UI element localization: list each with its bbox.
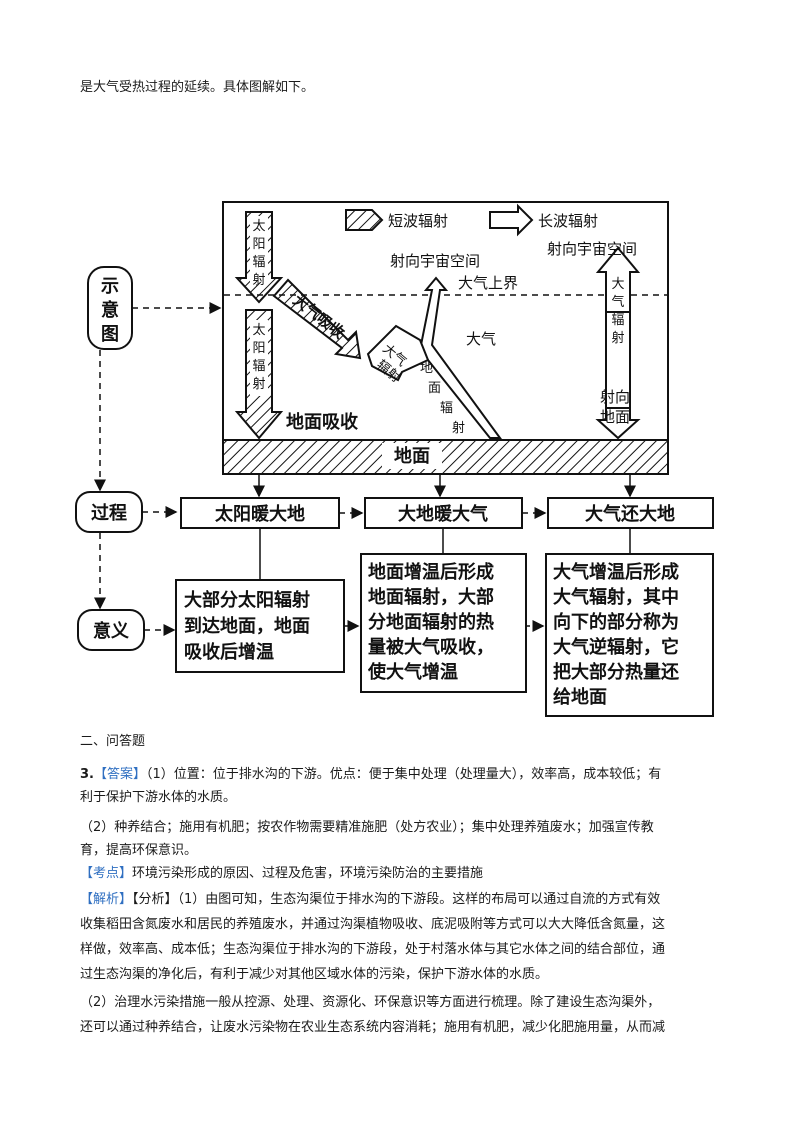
answer-tag: 【答案】 (93, 767, 146, 782)
q3-analysis-line1: 【解析】【分析】（1）由图可知，生态沟渠位于排水沟的下游段。这样的布局可以通过自… (80, 890, 660, 910)
meaning-2-l2: 地面辐射，大部 (368, 586, 494, 608)
meaning-1-l2: 到达地面，地面 (184, 615, 310, 637)
meaning-box-3 (545, 553, 714, 717)
toward-ground-2: 地面 (600, 408, 630, 426)
q3-answer-line3: （2）种养结合；施用有机肥；按农作物需要精准施肥（处方农业）；集中处理养殖废水；… (80, 820, 654, 835)
process-3: 大气还大地 (585, 503, 675, 525)
solar-char-6: 阳 (252, 341, 265, 356)
q3-analysis-line4: 过生态沟渠的净化后，有利于减少对其他区域水体的污染，保护下游水体的水质。 (80, 967, 549, 982)
ground-rad-char-1: 地 (420, 361, 433, 376)
q3-analysis-line5: （2）治理水污染措施一般从控源、处理、资源化、环保意识等方面进行梳理。除了建设生… (80, 995, 661, 1010)
atmosphere-top-label: 大气上界 (458, 274, 518, 292)
counter-radiation-down-arrow (595, 407, 641, 440)
meaning-2-l3: 分地面辐射的热 (368, 611, 494, 633)
atmosphere-label: 大气 (466, 330, 496, 348)
side-label-guocheng: 过程 (91, 502, 127, 524)
atmosphere-radiation-left-arrow (366, 324, 430, 382)
meaning-3-l5: 把大部分热量还 (553, 661, 680, 683)
q3-num: 3. (80, 767, 94, 782)
meaning-3-l3: 向下的部分称为 (553, 611, 679, 633)
solar-char-5: 太 (252, 323, 265, 338)
solar-char-2: 阳 (252, 237, 265, 252)
q3-analysis-line6: 还可以通过种养结合，让废水污染物在农业生态系统内容消耗；施用有机肥，减少化肥施用… (80, 1020, 666, 1035)
space-left-label: 射向宇宙空间 (390, 252, 480, 270)
atmo-rad-right-4: 射 (611, 330, 624, 346)
ground-rad-char-3: 辐 (440, 401, 453, 416)
meaning-1-l3: 吸收后增温 (184, 641, 274, 663)
solar-char-7: 辐 (252, 359, 265, 374)
legend-short: 短波辐射 (388, 212, 448, 230)
analysis-text-1: 【分析】（1）由图可知，生态沟渠位于排水沟的下游段。这样的布局可以通过自流的方式… (132, 892, 661, 907)
ground-rad-char-2: 面 (428, 381, 441, 396)
short-wave-legend-icon (345, 209, 384, 231)
side-label-shiyitu-1: 示 (101, 276, 119, 297)
atmo-rad-right-2: 气 (611, 294, 624, 310)
q3-answer-line2: 利于保护下游水体的水质。 (80, 790, 237, 805)
q3-answer-line4: 育，提高环保意识。 (80, 843, 198, 858)
q3-answer-line1: 3.【答案】（1）位置：位于排水沟的下游。优点：便于集中处理（处理量大），效率高… (80, 765, 661, 785)
legend-long: 长波辐射 (538, 212, 598, 230)
side-label-yiyi: 意义 (93, 620, 129, 642)
meaning-3-l4: 大气逆辐射，它 (553, 636, 679, 658)
solar-char-1: 太 (252, 219, 265, 234)
ground-rad-char-4: 射 (452, 420, 465, 436)
atmosphere-heating-diagram: 地面 大气上界 大气 短波辐射 长波辐射 太 阳 辐 射 太 阳 辐 射 地面吸… (75, 201, 714, 717)
answer-text-1: （1）位置：位于排水沟的下游。优点：便于集中处理（处理量大），效率高，成本较低；… (146, 767, 662, 782)
solar-char-3: 辐 (252, 255, 265, 270)
ground-radiation-arrow (418, 276, 502, 439)
atmosphere-absorb-label: 大气吸收 (290, 291, 348, 342)
atmo-rad-right-3: 辐 (611, 313, 624, 328)
meaning-1-l1: 大部分太阳辐射 (184, 589, 310, 611)
process-box-1 (180, 497, 340, 529)
space-right-label: 射向宇宙空间 (547, 240, 637, 258)
analysis-tag: 【解析】 (80, 892, 133, 907)
process-2: 大地暖大气 (398, 503, 488, 525)
atmosphere-radiation-up-arrow (595, 246, 641, 313)
meaning-2-l5: 使大气增温 (367, 661, 458, 683)
point-text: 环境污染形成的原因、过程及危害，环境污染防治的主要措施 (132, 866, 484, 881)
toward-ground-1: 射向 (600, 388, 630, 406)
q3-analysis-line3: 样做，效率高、成本低；生态沟渠位于排水沟的下游段，处于村落水体与其它水体之间的结… (80, 942, 666, 957)
ground-band (222, 439, 669, 475)
meaning-box-2 (360, 553, 527, 693)
meaning-2-l4: 量被大气吸收， (368, 636, 494, 658)
process-1: 太阳暖大地 (215, 503, 305, 525)
solar-char-4: 射 (252, 272, 265, 288)
atmosphere-absorb-arrow (272, 278, 362, 360)
solar-char-8: 射 (252, 376, 265, 392)
side-label-shiyitu-3: 图 (101, 324, 119, 345)
ground-label-bg (382, 443, 442, 469)
long-wave-legend-icon (489, 203, 534, 237)
atmo-rad-right-1: 大 (611, 277, 624, 292)
point-tag: 【考点】 (80, 866, 133, 881)
meaning-3-l2: 大气辐射，其中 (553, 586, 679, 608)
meaning-2-l1: 地面增温后形成 (368, 561, 494, 583)
q3-point-line: 【考点】环境污染形成的原因、过程及危害，环境污染防治的主要措施 (80, 864, 483, 884)
ground-label: 地面 (394, 445, 430, 467)
section-title: 二、问答题 (80, 734, 146, 749)
meaning-3-l1: 大气增温后形成 (553, 561, 679, 583)
meaning-3-l6: 给地面 (553, 686, 607, 708)
intro-text: 是大气受热过程的延续。具体图解如下。 (80, 80, 315, 95)
meaning-box-1 (175, 579, 345, 673)
ground-absorb-label: 地面吸收 (286, 411, 358, 433)
side-label-shiyitu-2: 意 (101, 299, 119, 321)
q3-analysis-line2: 收集稻田含氮废水和居民的养殖废水，并通过沟渠植物吸收、底泥吸附等方式可以大大降低… (80, 917, 666, 932)
